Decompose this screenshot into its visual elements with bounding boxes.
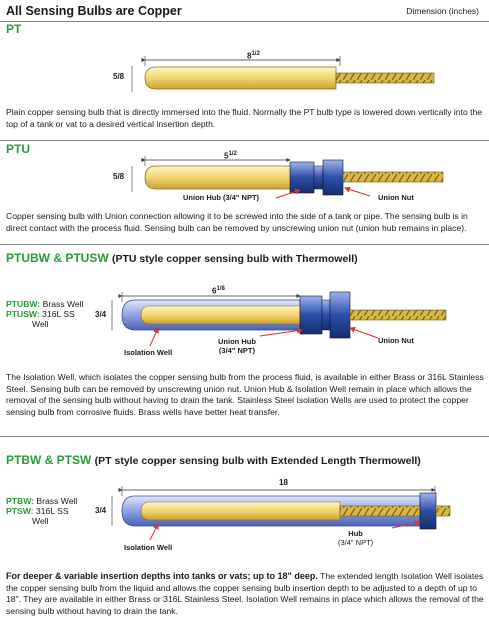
ptu-nut-label: Union Nut bbox=[378, 193, 414, 202]
ptubw-hub-label: Union Hub(3/4" NPT) bbox=[218, 337, 256, 355]
section-divider bbox=[0, 436, 489, 437]
ptbw-diagram bbox=[111, 486, 451, 541]
section-title-ptu: PTU bbox=[6, 142, 30, 156]
section-divider bbox=[0, 140, 489, 141]
ptubw-variants: PTUBW: Brass Well PTUSW: 316L SS Well bbox=[6, 299, 84, 329]
ptubw-diameter: 3/4 bbox=[95, 310, 107, 319]
ptbw-hub-label: Hub(3/4" NPT) bbox=[338, 529, 374, 547]
ptu-hub-label: Union Hub (3/4" NPT) bbox=[183, 193, 260, 202]
ptubw-diagram bbox=[111, 291, 447, 347]
section-title-ptbw: PTBW & PTSW (PT style copper sensing bul… bbox=[6, 453, 421, 467]
ptubw-isolation-label: Isolation Well bbox=[124, 348, 173, 357]
ptbw-capillary-inner bbox=[339, 505, 421, 517]
ptbw-hub bbox=[419, 492, 437, 530]
pt-description: Plain copper sensing bulb that is direct… bbox=[6, 107, 483, 129]
ptubw-capillary bbox=[349, 309, 447, 321]
ptbw-variants: PTBW: Brass Well PTSW: 316L SS Well bbox=[6, 496, 78, 526]
section-divider bbox=[0, 244, 489, 245]
ptu-capillary bbox=[342, 171, 444, 183]
ptubw-nut-label: Union Nut bbox=[378, 336, 414, 345]
dimension-note: Dimension (inches) bbox=[406, 6, 479, 16]
section-title-ptubw: PTUBW & PTUSW (PTU style copper sensing … bbox=[6, 251, 358, 265]
pt-copper-bulb bbox=[144, 66, 337, 90]
ptbw-diameter: 3/4 bbox=[95, 506, 107, 515]
page-title: All Sensing Bulbs are Copper bbox=[6, 4, 182, 18]
pt-capillary bbox=[335, 72, 435, 84]
ptubw-description: The Isolation Well, which isolates the c… bbox=[6, 372, 484, 417]
ptbw-capillary bbox=[435, 505, 451, 517]
ptubw-copper-bulb bbox=[140, 305, 301, 325]
ptubw-length: 61/8 bbox=[212, 286, 225, 296]
ptu-copper-bulb bbox=[144, 165, 295, 190]
pt-diagram bbox=[131, 56, 435, 92]
ptu-diameter: 5/8 bbox=[113, 172, 125, 181]
ptubw-union-nut bbox=[329, 291, 351, 339]
ptbw-length: 18 bbox=[279, 478, 288, 487]
header-rule bbox=[0, 21, 489, 22]
pt-length: 81/2 bbox=[247, 51, 260, 61]
ptbw-description: For deeper & variable insertion depths i… bbox=[6, 571, 484, 616]
ptu-length: 51/2 bbox=[224, 151, 237, 161]
ptu-union-nut bbox=[322, 159, 344, 196]
ptu-description: Copper sensing bulb with Union connectio… bbox=[6, 211, 468, 233]
ptu-diagram bbox=[131, 156, 444, 199]
section-title-pt: PT bbox=[6, 22, 22, 36]
ptbw-isolation-label: Isolation Well bbox=[124, 543, 173, 552]
ptubw-union-hub bbox=[299, 295, 323, 335]
ptbw-copper-bulb bbox=[140, 501, 341, 521]
pt-diameter: 5/8 bbox=[113, 72, 125, 81]
ptu-union-hub bbox=[289, 161, 315, 194]
